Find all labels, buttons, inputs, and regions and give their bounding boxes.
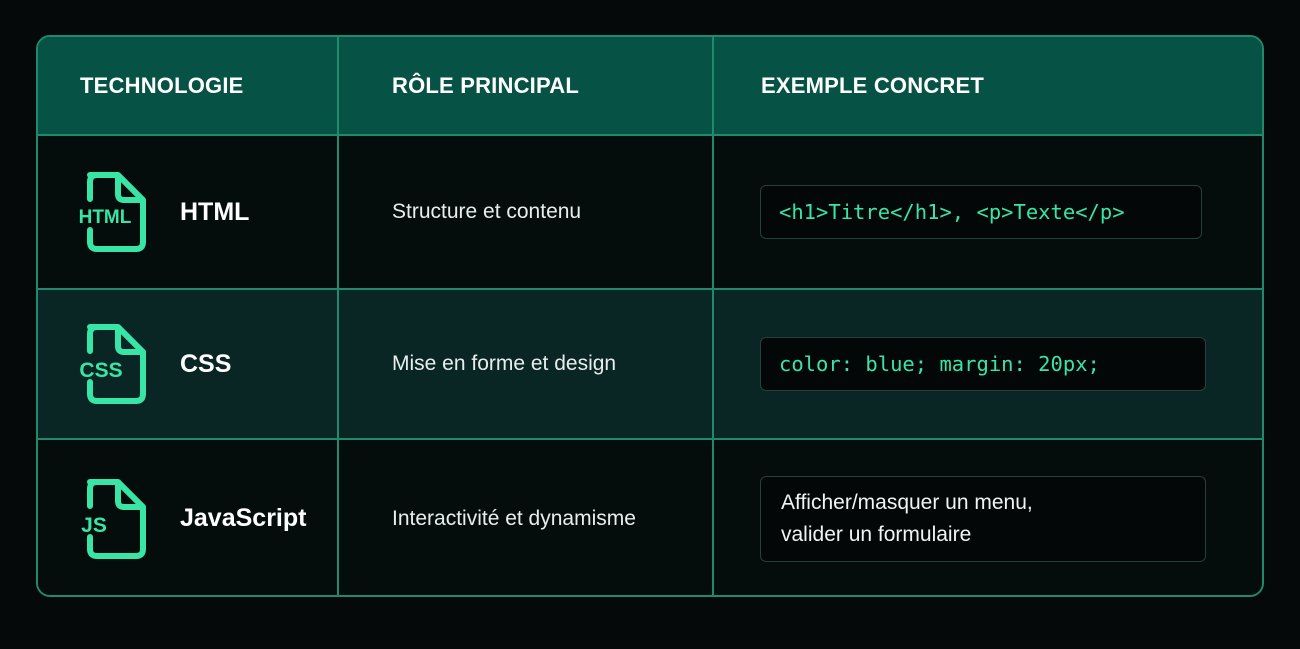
technology-cell: HTML HTML <box>38 136 339 288</box>
example-cell: Afficher/masquer un menu, valider un for… <box>714 440 1262 595</box>
technology-cell: JS JavaScript <box>38 440 339 595</box>
header-cell-exemple: EXEMPLE CONCRET <box>714 37 1262 134</box>
js-icon-label: JS <box>81 514 107 537</box>
example-box: Afficher/masquer un menu, valider un for… <box>760 475 1206 562</box>
code-example-css: color: blue; margin: 20px; <box>779 352 1100 376</box>
html-file-icon: HTML <box>79 172 146 252</box>
table-row: CSS CSS Mise en forme et design color: b… <box>38 290 1262 440</box>
technology-name-css: CSS <box>180 349 232 378</box>
technology-table: TECHNOLOGIE RÔLE PRINCIPAL EXEMPLE CONCR… <box>36 35 1264 597</box>
technology-name-html: HTML <box>180 197 250 226</box>
css-icon-label: CSS <box>79 359 122 382</box>
role-text: Interactivité et dynamisme <box>392 506 636 530</box>
table-row: HTML HTML Structure et contenu <h1>Titre… <box>38 136 1262 290</box>
technology-name-javascript: JavaScript <box>180 504 307 532</box>
table-row: JS JavaScript Interactivité et dynamisme… <box>38 440 1262 595</box>
code-example-html: <h1>Titre</h1>, <p>Texte</p> <box>779 200 1125 224</box>
table-header: TECHNOLOGIE RÔLE PRINCIPAL EXEMPLE CONCR… <box>38 37 1262 136</box>
header-role-principal: RÔLE PRINCIPAL <box>392 72 579 98</box>
technology-cell: CSS CSS <box>38 290 339 438</box>
html-icon-label: HTML <box>79 207 132 228</box>
example-cell: <h1>Titre</h1>, <p>Texte</p> <box>714 136 1262 288</box>
code-example-box: color: blue; margin: 20px; <box>760 337 1206 391</box>
header-technologie: TECHNOLOGIE <box>80 72 244 98</box>
example-cell: color: blue; margin: 20px; <box>714 290 1262 438</box>
header-cell-role: RÔLE PRINCIPAL <box>339 37 714 134</box>
example-line: valider un formulaire <box>781 522 972 546</box>
code-example-box: <h1>Titre</h1>, <p>Texte</p> <box>760 185 1202 239</box>
header-cell-technologie: TECHNOLOGIE <box>38 37 339 134</box>
technology: JS JavaScript <box>38 477 306 561</box>
role-cell: Mise en forme et design <box>339 290 714 438</box>
role-cell: Structure et contenu <box>339 136 714 288</box>
role-text: Mise en forme et design <box>392 352 617 375</box>
header-exemple-concret: EXEMPLE CONCRET <box>761 72 985 98</box>
technology: CSS CSS <box>38 322 231 406</box>
css-file-icon: CSS <box>79 324 146 404</box>
role-cell: Interactivité et dynamisme <box>339 440 714 595</box>
js-file-icon: JS <box>81 478 146 559</box>
example-text-javascript: Afficher/masquer un menu, valider un for… <box>781 487 1033 551</box>
technology: HTML HTML <box>38 170 249 254</box>
example-line: Afficher/masquer un menu, <box>781 490 1033 514</box>
role-text: Structure et contenu <box>392 200 582 223</box>
